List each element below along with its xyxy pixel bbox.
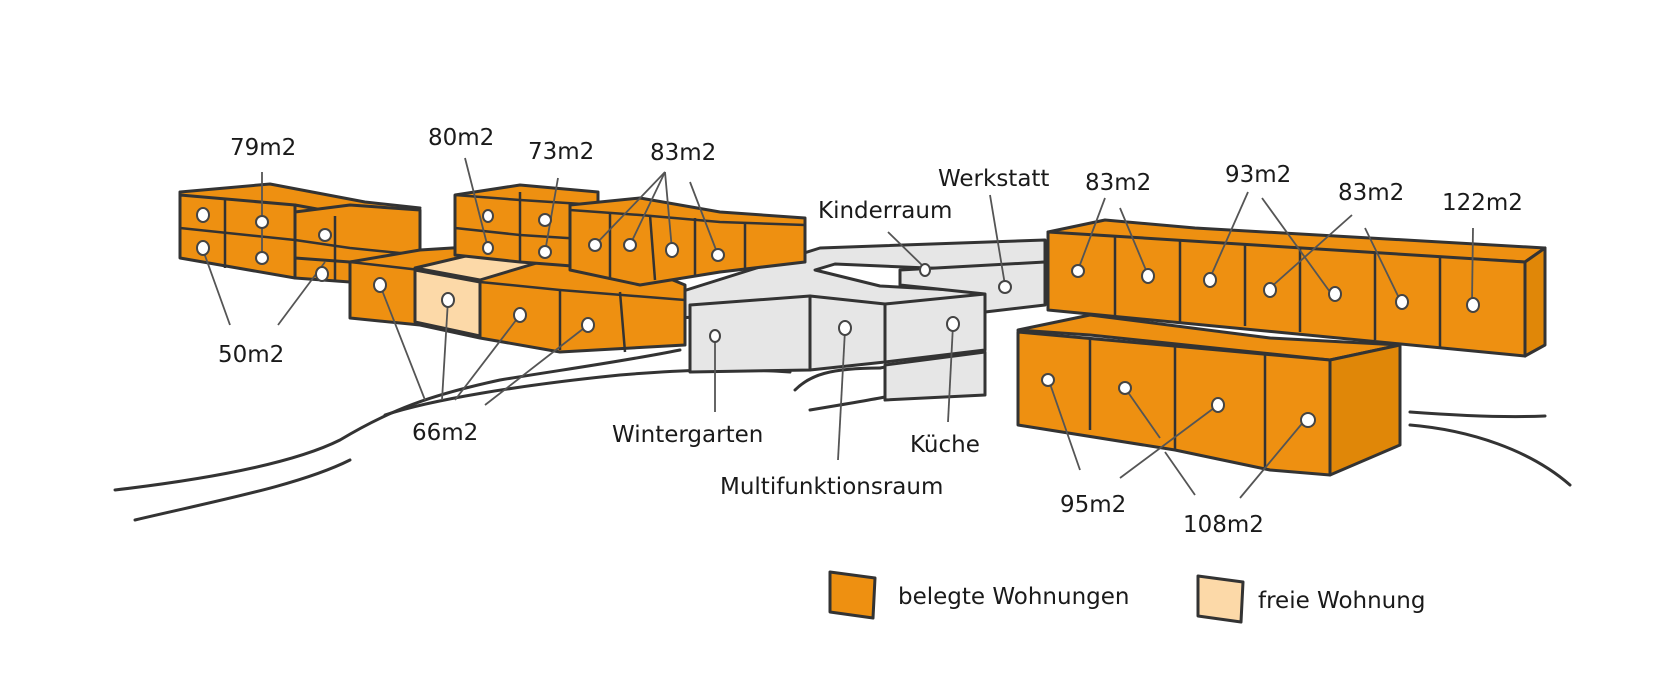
right-wing (1016, 218, 1547, 477)
label-108m2: 108m2 (1183, 512, 1264, 538)
label-wintergarten: Wintergarten (612, 422, 763, 448)
communal-wall-back (898, 260, 1047, 314)
label-73m2: 73m2 (528, 139, 594, 165)
label-122m2: 122m2 (1442, 190, 1523, 216)
left-wing (178, 182, 807, 354)
right-lower-end (1328, 343, 1402, 477)
communal-wall-right (883, 292, 987, 364)
leader-lines (202, 157, 1474, 499)
label-83m2-right: 83m2 (1085, 170, 1151, 196)
legend-occupied-label: belegte Wohnungen (898, 584, 1129, 610)
apartment-pins (196, 207, 1480, 428)
block-79-front (178, 193, 297, 280)
label-80m2: 80m2 (428, 125, 494, 151)
label-79m2: 79m2 (230, 135, 296, 161)
label-werkstatt: Werkstatt (938, 166, 1049, 192)
communal-block (678, 238, 1047, 402)
label-93m2: 93m2 (1225, 162, 1291, 188)
legend-free-label: freie Wohnung (1258, 588, 1425, 614)
legend-swatch-free (1196, 574, 1245, 624)
room-labels: Werkstatt Kinderraum Wintergarten Multif… (612, 166, 1049, 500)
unit-labels: 79m2 50m2 80m2 73m2 83m2 66m2 83m2 93m2 … (218, 125, 1523, 538)
label-83m2-far: 83m2 (1338, 180, 1404, 206)
label-83m2-left: 83m2 (650, 140, 716, 166)
label-multifunktionsraum: Multifunktionsraum (720, 474, 943, 500)
label-kinderraum: Kinderraum (818, 198, 952, 224)
label-kueche: Küche (910, 432, 980, 458)
legend-swatch-occupied (828, 570, 877, 620)
label-66m2: 66m2 (412, 420, 478, 446)
label-50m2: 50m2 (218, 342, 284, 368)
legend: belegte Wohnungen freie Wohnung (828, 570, 1425, 624)
label-95m2: 95m2 (1060, 492, 1126, 518)
communal-wall-left (688, 294, 812, 374)
right-upper-end (1523, 246, 1547, 358)
